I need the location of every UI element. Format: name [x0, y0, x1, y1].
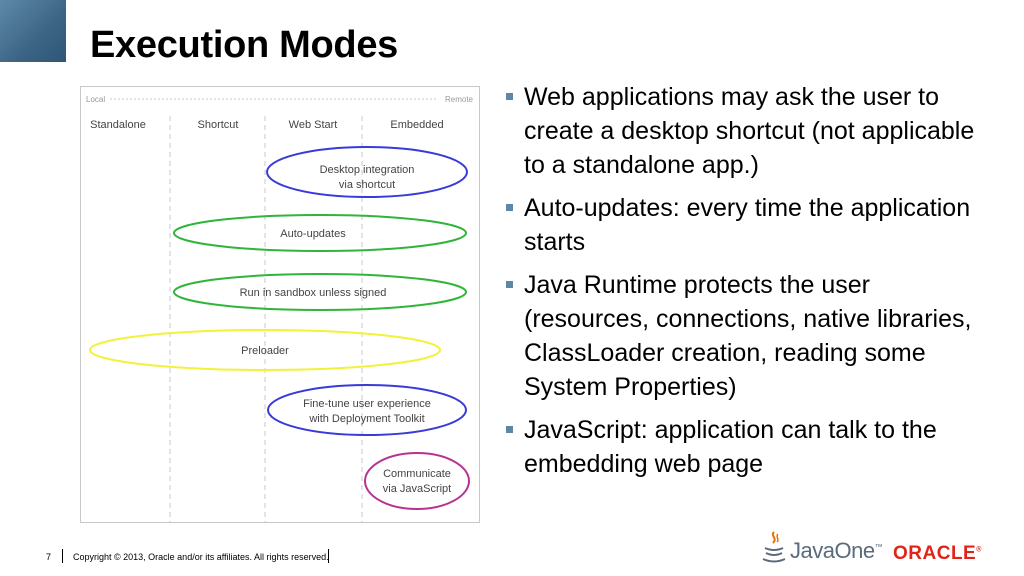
bullet-text: Auto-updates: every time the application…	[524, 194, 971, 256]
oval-label: Preloader	[241, 345, 289, 357]
bullet-text: Java Runtime protects the user (resource…	[524, 271, 972, 401]
java-cup-icon	[762, 531, 786, 563]
oval-label: Fine-tune user experience	[303, 398, 431, 410]
column-embedded: Embedded	[390, 119, 443, 131]
copyright-notice: Copyright © 2013, Oracle and/or its affi…	[73, 552, 329, 562]
oval-label: via shortcut	[339, 179, 395, 191]
page-number: 7	[46, 552, 52, 562]
bullet-square-icon	[506, 204, 513, 211]
oval-label: Communicate	[383, 468, 451, 480]
column-standalone: Standalone	[90, 119, 146, 131]
oval-sandbox: Run in sandbox unless signed	[173, 273, 467, 311]
footer-divider	[62, 549, 63, 563]
javaone-logo: JavaOne™	[760, 528, 883, 568]
bullet-item: Java Runtime protects the user (resource…	[506, 268, 976, 404]
diagram-canvas: Local Remote Standalone Shortcut Web Sta…	[80, 86, 480, 523]
oval-label: via JavaScript	[383, 483, 451, 495]
bullet-square-icon	[506, 281, 513, 288]
slide-title: Execution Modes	[90, 24, 398, 66]
oracle-logo: ORACLE®	[893, 543, 982, 564]
javaone-wordmark: JavaOne™	[790, 538, 883, 563]
bullet-text: JavaScript: application can talk to the …	[524, 416, 937, 478]
oval-label: Run in sandbox unless signed	[240, 287, 387, 299]
bullet-square-icon	[506, 426, 513, 433]
bullet-item: JavaScript: application can talk to the …	[506, 413, 976, 481]
oval-label: Auto-updates	[280, 228, 346, 240]
bullet-item: Auto-updates: every time the application…	[506, 191, 976, 259]
bullet-square-icon	[506, 93, 513, 100]
execution-modes-diagram: Local Remote Standalone Shortcut Web Sta…	[80, 86, 480, 523]
oval-label: Desktop integration	[320, 164, 415, 176]
bullet-item: Web applications may ask the user to cre…	[506, 80, 976, 182]
oval-auto-updates: Auto-updates	[173, 214, 467, 252]
axis-label-remote: Remote	[445, 95, 474, 104]
column-shortcut: Shortcut	[198, 119, 239, 131]
corner-accent-block	[0, 0, 66, 62]
axis-label-local: Local	[86, 95, 105, 104]
oval-label: with Deployment Toolkit	[308, 413, 424, 425]
bullet-list: Web applications may ask the user to cre…	[506, 80, 976, 490]
oval-desktop-integration: Desktop integration via shortcut	[266, 146, 468, 198]
oval-javascript: Communicate via JavaScript	[364, 452, 470, 510]
bullet-text: Web applications may ask the user to cre…	[524, 83, 975, 179]
column-web-start: Web Start	[289, 119, 338, 131]
oval-preloader: Preloader	[89, 329, 441, 371]
footer-divider	[328, 549, 329, 563]
oval-deployment-toolkit: Fine-tune user experience with Deploymen…	[267, 384, 467, 436]
